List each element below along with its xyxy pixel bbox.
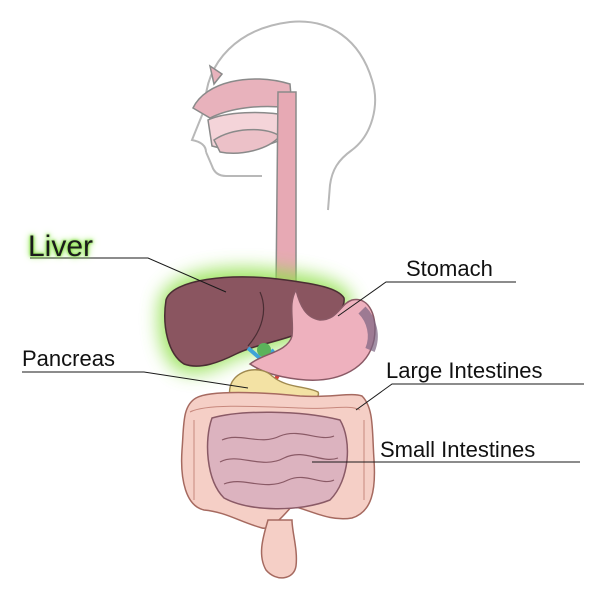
colon-haustra xyxy=(189,405,361,413)
label-small-intestines: Small Intestines xyxy=(380,437,536,462)
label-pancreas: Pancreas xyxy=(22,346,115,371)
stomach-leader xyxy=(337,281,516,317)
leader-lines xyxy=(22,257,584,463)
colon-sides xyxy=(193,420,365,500)
spleen xyxy=(358,306,378,352)
esophagus xyxy=(275,91,297,291)
label-liver: Liver xyxy=(28,230,94,263)
label-large-intestines: Large Intestines xyxy=(386,358,543,383)
pancreas-leader xyxy=(22,371,249,389)
label-stomach: Stomach xyxy=(406,256,493,281)
large-intestines-leader xyxy=(355,383,584,411)
liver-leader xyxy=(30,257,227,293)
mouth-nose xyxy=(192,64,293,154)
rectum xyxy=(260,519,298,579)
head-outline xyxy=(190,20,376,211)
liver-lobe-line xyxy=(247,291,265,347)
small-intestine xyxy=(206,411,349,510)
